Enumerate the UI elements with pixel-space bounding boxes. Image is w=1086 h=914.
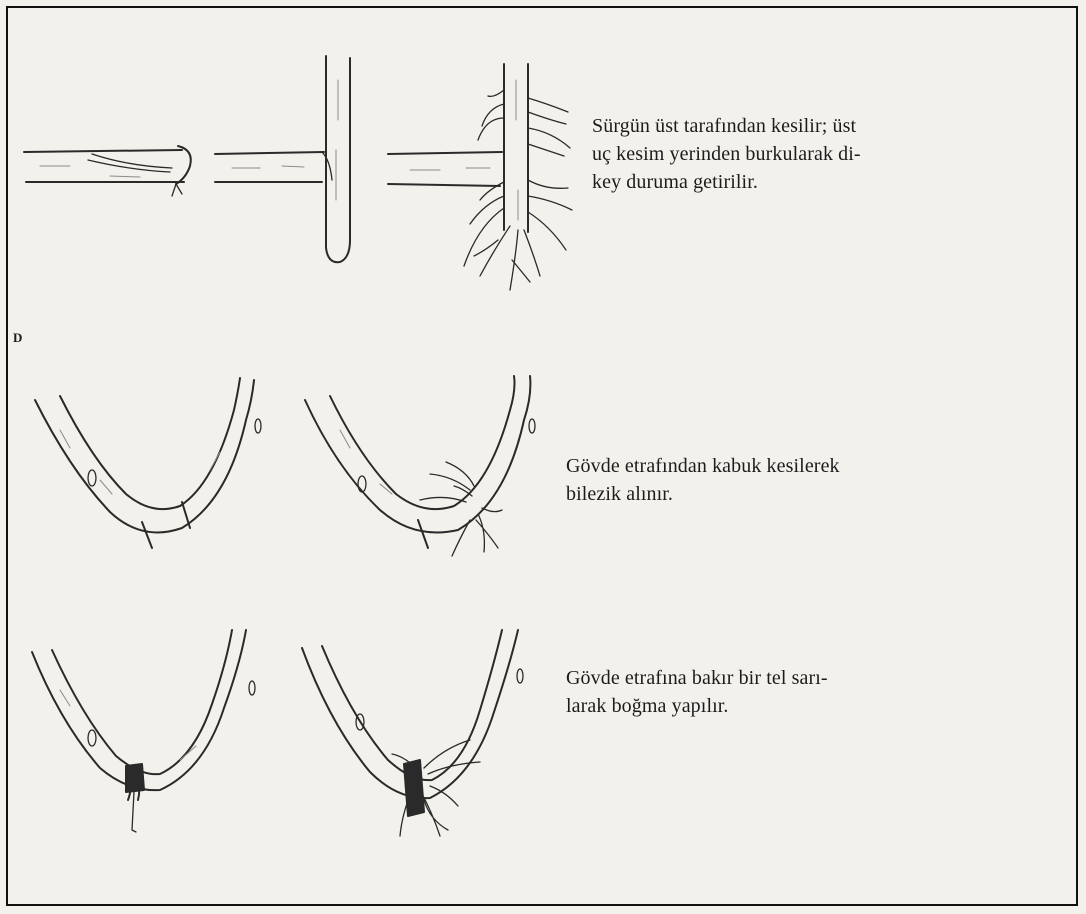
caption-line: key duruma getirilir. xyxy=(592,168,861,196)
caption-line: uç kesim yerinden burkularak di- xyxy=(592,140,861,168)
shoot-cut-illustration xyxy=(24,146,191,196)
stem-ring-cut-illustration xyxy=(35,378,261,548)
stem-wire-wrap-illustration xyxy=(32,630,255,832)
caption-line: bilezik alınır. xyxy=(566,480,840,508)
caption-ring-cut: Gövde etrafından kabuk kesilerek bilezik… xyxy=(566,452,840,508)
caption-line: larak boğma yapılır. xyxy=(566,692,828,720)
caption-line: Gövde etrafına bakır bir tel sarı- xyxy=(566,664,828,692)
shoot-bent-upright-illustration xyxy=(215,56,350,262)
caption-line: Sürgün üst tarafından kesilir; üst xyxy=(592,112,861,140)
caption-shoot-cut: Sürgün üst tarafından kesilir; üst uç ke… xyxy=(592,112,861,196)
caption-line: Gövde etrafından kabuk kesilerek xyxy=(566,452,840,480)
section-label: D xyxy=(13,330,22,346)
stem-wire-rooted-illustration xyxy=(302,630,523,836)
shoot-rooted-illustration xyxy=(388,64,572,290)
stem-ring-rooted-illustration xyxy=(305,376,535,556)
caption-wire-wrap: Gövde etrafına bakır bir tel sarı- larak… xyxy=(566,664,828,720)
